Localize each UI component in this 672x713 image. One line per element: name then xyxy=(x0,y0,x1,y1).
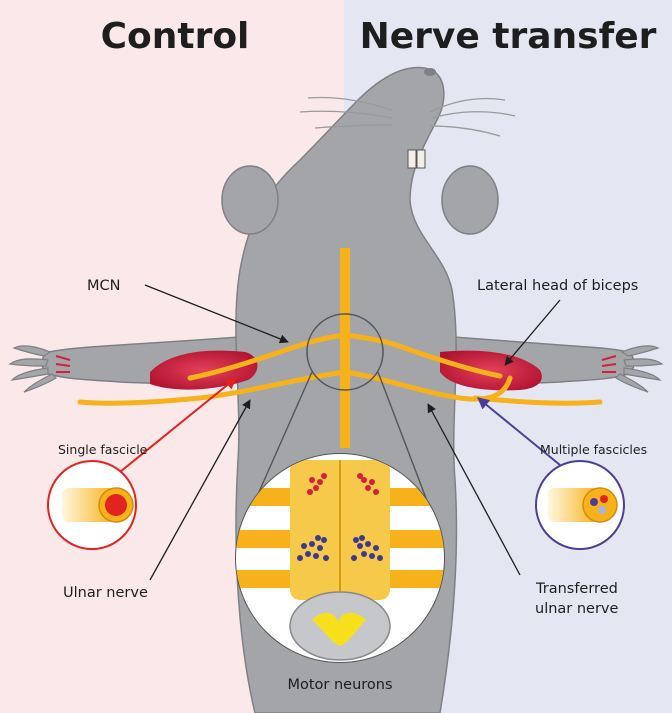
spinal-cord-inset xyxy=(236,454,444,662)
nose xyxy=(424,68,436,76)
transferred-label-line2: ulnar nerve xyxy=(535,601,619,617)
transfer-title: Nerve transfer xyxy=(360,16,657,57)
motor-neurons-label: Motor neurons xyxy=(287,677,392,693)
multiple-fascicles-label: Multiple fascicles xyxy=(540,442,647,457)
multiple-fascicles-inset xyxy=(536,461,624,549)
transferred-label-line1: Transferred xyxy=(535,581,618,597)
spinal-cord xyxy=(340,248,350,448)
teeth xyxy=(408,150,425,168)
single-fascicle-inset xyxy=(48,461,136,549)
control-title: Control xyxy=(101,16,250,57)
mcn-label: MCN xyxy=(87,278,120,294)
ulnar-nerve-label: Ulnar nerve xyxy=(63,585,148,601)
single-fascicle-label: Single fascicle xyxy=(58,442,148,457)
biceps-label: Lateral head of biceps xyxy=(477,278,638,294)
